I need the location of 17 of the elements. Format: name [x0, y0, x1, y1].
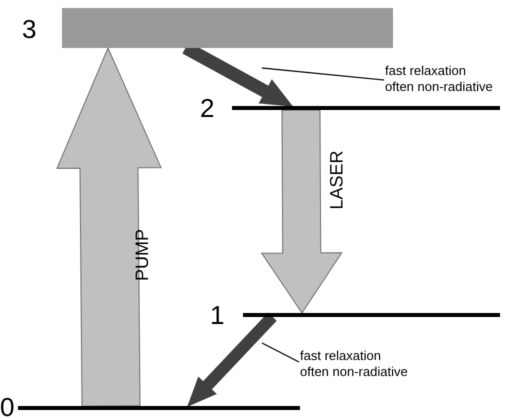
edge-label: LASER [327, 150, 346, 210]
annotation-text: fast relaxation often non-radiative [300, 348, 409, 380]
transition-arrow [56, 46, 162, 407]
leader-line [262, 342, 300, 363]
level-number: 1 [210, 302, 224, 328]
energy-level-bar [62, 8, 393, 48]
transition-arrow [187, 312, 277, 407]
energy-level-bar [243, 313, 500, 317]
level-number: 0 [0, 394, 14, 418]
level-number: 3 [22, 16, 36, 42]
annotation-text: fast relaxation often non-radiative [385, 63, 494, 95]
transition-arrow [260, 109, 343, 314]
level-number: 2 [200, 95, 214, 121]
leader-line [262, 67, 384, 81]
energy-level-bar [232, 106, 500, 110]
edge-label: PUMP [133, 229, 151, 281]
energy-level-bar [18, 406, 300, 410]
